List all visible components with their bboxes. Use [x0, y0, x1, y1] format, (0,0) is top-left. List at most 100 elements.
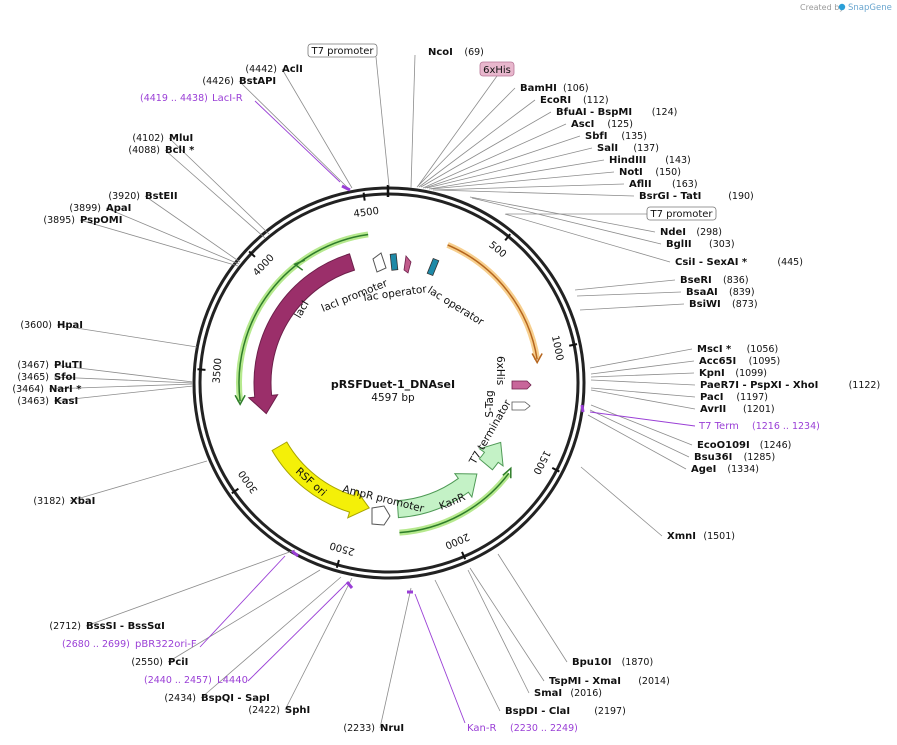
site-bfuai-bspmi[interactable]: BfuAI - BspMI(124): [556, 107, 677, 118]
site-sbfi[interactable]: SbfI(135): [585, 131, 647, 142]
feature-laci-arrow[interactable]: [247, 253, 356, 415]
primer-marker: [345, 581, 354, 589]
arc-orange[interactable]: [447, 244, 538, 360]
site-bspqi-sapi[interactable]: (2434)BspQI - SapI: [164, 693, 270, 704]
site-hpai[interactable]: (3600)HpaI: [20, 320, 83, 331]
leader-line: [587, 414, 687, 470]
site-mlui[interactable]: (4102)MluI: [132, 133, 193, 144]
leader-line: [424, 135, 581, 189]
arc-laci-arrowhead: [234, 394, 246, 406]
site-name: PluTI: [54, 360, 82, 371]
site-bspdi-clai[interactable]: BspDI - ClaI(2197): [505, 706, 626, 717]
site-xbai[interactable]: (3182)XbaI: [33, 496, 95, 507]
primer-l4440[interactable]: (2440 .. 2457)L4440: [144, 581, 354, 686]
site-sphi[interactable]: (2422)SphI: [248, 705, 310, 716]
site-bsrgi-tati[interactable]: BsrGI - TatI (190): [639, 191, 754, 202]
svg-text:6xHis: 6xHis: [483, 65, 511, 76]
site-aflii[interactable]: AflII(163): [629, 179, 698, 190]
site-position: (1197): [736, 392, 768, 403]
site-position: (3464): [12, 384, 44, 395]
lac-operator-1-shape[interactable]: [389, 253, 399, 271]
site-ecori[interactable]: EcoRI(112): [540, 95, 609, 106]
feature-t7-terminator-arrow[interactable]: [478, 441, 504, 471]
site-ndei[interactable]: NdeI(298): [660, 227, 722, 238]
primer-pbr322ori-f[interactable]: (2680 .. 2699)pBR322ori-F: [62, 549, 299, 650]
site-pcii[interactable]: (2550)PciI: [131, 657, 188, 668]
site-agei[interactable]: AgeI(1334): [691, 464, 759, 475]
site-position: (4088): [128, 145, 160, 156]
site-msci-[interactable]: MscI *(1056): [697, 344, 778, 355]
site-pspomi[interactable]: (3895)PspOMI: [43, 215, 122, 226]
primer-labels: (4419 .. 4438)LacI-R T7 Term(1216 .. 1234…: [62, 93, 820, 734]
arc-kan[interactable]: [399, 472, 510, 534]
site-noti[interactable]: NotI(150): [619, 167, 681, 178]
site-position: (3920): [108, 191, 140, 202]
ruler-tick-label: 1500: [530, 448, 552, 476]
site-bstapi[interactable]: (4426)BstAPI: [202, 76, 276, 87]
site-paci[interactable]: PacI(1197): [700, 392, 768, 403]
tag-t7-promoter-right[interactable]: T7 promoter: [646, 206, 717, 221]
ampr-promoter-shape[interactable]: [371, 505, 391, 526]
site-ncoi[interactable]: NcoI(69): [428, 47, 484, 58]
site-pluti[interactable]: (3467)PluTI: [17, 360, 82, 371]
site-position: (143): [665, 155, 691, 166]
primer-kan-r[interactable]: Kan-R(2230 .. 2249): [407, 590, 578, 734]
site-csii-sexai-[interactable]: CsiI - SexAI *(445): [675, 257, 803, 268]
site-kpni[interactable]: KpnI(1099): [699, 368, 767, 379]
lac-operator-2-shape[interactable]: [426, 257, 440, 277]
site-position: (303): [709, 239, 735, 250]
feature-kanr-arrow[interactable]: [396, 473, 478, 519]
primer-laci-r[interactable]: (4419 .. 4438)LacI-R: [140, 93, 351, 192]
site-bseri[interactable]: BseRI(836): [680, 275, 749, 286]
promoter-arrow-small[interactable]: [403, 255, 412, 274]
site-bcli-[interactable]: (4088)BclI *: [128, 145, 195, 156]
site-kasi[interactable]: (3463)KasI: [17, 396, 78, 407]
site-bglii[interactable]: BglII(303): [666, 239, 735, 250]
leader-line: [56, 324, 198, 348]
site-position: (2014): [638, 676, 670, 687]
site-apai[interactable]: (3899)ApaI: [69, 203, 131, 214]
site-position: (190): [728, 191, 754, 202]
his-tag-shape[interactable]: [511, 380, 532, 390]
site-name: BsaAI: [686, 287, 718, 298]
site-name: SfoI: [54, 372, 76, 383]
site-name: CsiI - SexAI *: [675, 257, 748, 268]
site-acli[interactable]: (4442)AclI: [245, 64, 302, 75]
site-paer7i-pspxi-xhoi[interactable]: PaeR7I - PspXI - XhoI(1122): [700, 380, 880, 391]
leader-line: [497, 553, 568, 663]
site-name: BsrGI - TatI: [639, 191, 701, 202]
site-asci[interactable]: AscI(125): [571, 119, 633, 130]
leader-line: [471, 197, 662, 245]
site-tspmi-xmai[interactable]: TspMI - XmaI(2014): [549, 676, 670, 687]
feature-rsf-ori-arrow[interactable]: [271, 441, 370, 519]
arc-laci[interactable]: [238, 233, 369, 402]
site-nari-[interactable]: (3464)NarI *: [12, 384, 82, 395]
site-hindiii[interactable]: HindIII(143): [609, 155, 691, 166]
site-smai[interactable]: SmaI(2016): [534, 688, 602, 699]
tag-6xhis[interactable]: 6xHis: [479, 61, 515, 77]
site-bpu10i[interactable]: Bpu10I(1870): [572, 657, 653, 668]
site-bsaai[interactable]: BsaAI(839): [686, 287, 755, 298]
site-name: PaeR7I - PspXI - XhoI: [700, 380, 818, 391]
site-acc65i[interactable]: Acc65I(1095): [699, 356, 780, 367]
primer-leader-line: [414, 593, 466, 724]
site-nrui[interactable]: (2233)NruI: [343, 723, 404, 734]
leader-line: [428, 159, 605, 190]
site-avrii[interactable]: AvrII(1201): [700, 404, 775, 415]
site-bsu36i[interactable]: Bsu36I(1285): [694, 452, 775, 463]
s-tag-shape[interactable]: [511, 401, 531, 411]
site-bsiwi[interactable]: BsiWI(873): [689, 299, 758, 310]
primer-t7-term[interactable]: T7 Term(1216 .. 1234): [580, 404, 820, 432]
tag-t7-promoter-top[interactable]: T7 promoter: [307, 43, 378, 58]
site-ecoo109i[interactable]: EcoO109I(1246): [697, 440, 791, 451]
site-name: BseRI: [680, 275, 712, 286]
site-xmni[interactable]: XmnI(1501): [667, 531, 735, 542]
site-bsssi-bsss-i[interactable]: (2712)BssSI - BssSαI: [49, 621, 164, 632]
leader-line: [576, 291, 682, 297]
site-bamhi[interactable]: BamHI(106): [520, 83, 589, 94]
site-bsteii[interactable]: (3920)BstEII: [108, 191, 177, 202]
site-sali[interactable]: SalI(137): [597, 143, 659, 154]
site-sfoi[interactable]: (3465)SfoI: [17, 372, 76, 383]
laci-promoter-shape[interactable]: [372, 252, 387, 273]
